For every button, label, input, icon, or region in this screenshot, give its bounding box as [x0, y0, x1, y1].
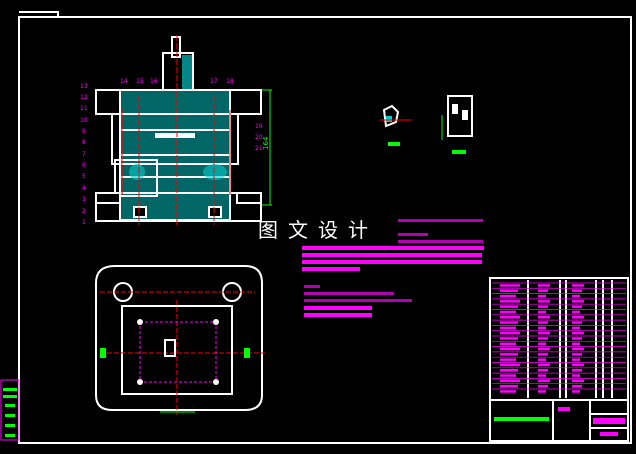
part-labels: 13 12 11 10 9 8 7 6 5 4 3 2 1 14 15 16 1… — [80, 78, 263, 226]
parts-list-cell — [572, 326, 580, 330]
parts-list-cell — [538, 289, 548, 292]
parts-list-cell — [572, 305, 582, 308]
part-label: 18 — [226, 78, 234, 85]
part-label: 21 — [255, 145, 263, 152]
parts-list-cell — [572, 337, 582, 340]
parts-list-cell — [538, 305, 548, 308]
parts-list-cell — [500, 358, 516, 361]
part-label: 17 — [210, 78, 218, 85]
parts-list-cell — [538, 284, 550, 287]
parts-list-cell — [538, 358, 546, 361]
part-label: 5 — [82, 173, 86, 180]
parts-list-cell — [538, 369, 548, 372]
parts-list-cell — [538, 353, 548, 356]
part-label: 2 — [82, 208, 86, 215]
parts-list-cell — [500, 310, 516, 314]
parts-list-cell — [500, 384, 518, 388]
revision-strip — [0, 379, 20, 441]
parts-list-cell — [538, 384, 548, 388]
parts-list-cell — [500, 289, 518, 292]
parts-list-cell — [538, 379, 550, 383]
parts-list-cell — [500, 347, 520, 351]
parts-list-cell — [572, 294, 580, 298]
part-label: 9 — [82, 128, 86, 135]
parts-list-cell — [538, 374, 546, 377]
technical-notes — [302, 219, 484, 317]
parts-list-cell — [538, 363, 550, 367]
parts-list-cell — [572, 369, 582, 372]
parts-list-cell — [538, 321, 548, 324]
parts-list-cell — [500, 390, 516, 393]
frame-tab — [19, 11, 59, 17]
parts-list-cell — [500, 374, 516, 377]
parts-list-cell — [500, 321, 518, 324]
parts-list-cell — [538, 342, 546, 345]
drawing-frame — [18, 16, 632, 444]
parts-list-cell — [500, 337, 518, 340]
parts-list-cell — [538, 347, 550, 351]
parts-list-cell — [538, 294, 546, 298]
parts-list-cell — [538, 300, 550, 303]
parts-list-cell — [572, 289, 582, 292]
parts-list-cell — [572, 363, 584, 367]
part-label: 12 — [80, 94, 88, 101]
parts-list-cell — [538, 390, 546, 393]
parts-list-cell — [500, 353, 518, 356]
parts-list-cell — [500, 363, 520, 367]
parts-list-cell — [538, 331, 550, 335]
parts-list-cell — [572, 342, 580, 345]
part-label: 4 — [82, 185, 86, 192]
parts-list-cell — [500, 300, 520, 303]
part-label: 11 — [80, 105, 88, 112]
parts-list-cell — [572, 331, 584, 335]
part-label: 14 — [120, 78, 128, 85]
parts-list-cell — [572, 321, 582, 324]
parts-list-cell — [500, 284, 520, 287]
parts-list-cell — [538, 326, 546, 330]
parts-list-cell — [572, 353, 582, 356]
parts-list-cell — [572, 316, 584, 319]
part-label: 3 — [82, 196, 86, 203]
watermark: 图文设计 — [258, 218, 378, 242]
parts-list-cell — [572, 379, 584, 383]
detail-views — [380, 95, 473, 154]
part-label: 8 — [82, 139, 86, 146]
parts-list-cell — [500, 369, 518, 372]
part-label: 13 — [80, 83, 88, 90]
parts-list-rows — [492, 282, 626, 393]
parts-list-cell — [538, 337, 548, 340]
dimension-height: 164 — [262, 136, 270, 150]
parts-list-cell — [572, 358, 580, 361]
parts-list-cell — [538, 310, 546, 314]
parts-list-cell — [572, 347, 584, 351]
part-label: 6 — [82, 162, 86, 169]
parts-list-cell — [572, 300, 584, 303]
parts-list-cell — [572, 284, 584, 287]
parts-list-cell — [500, 316, 520, 319]
part-label: 10 — [80, 117, 88, 124]
parts-list-cell — [500, 326, 516, 330]
parts-list-cell — [572, 310, 580, 314]
part-label: 15 — [136, 78, 144, 85]
parts-list-cell — [500, 305, 518, 308]
parts-list-cell — [500, 379, 520, 383]
part-label: 20 — [255, 134, 263, 141]
part-label: 16 — [150, 78, 158, 85]
part-label: 7 — [82, 151, 86, 158]
parts-list-cell — [500, 331, 520, 335]
parts-list-cell — [572, 384, 582, 388]
part-label: 19 — [255, 123, 263, 130]
parts-list-cell — [572, 374, 580, 377]
parts-list-cell — [572, 390, 580, 393]
parts-list-cell — [500, 342, 516, 345]
part-label: 1 — [82, 219, 86, 226]
parts-list-cell — [538, 316, 550, 319]
plan-view — [95, 265, 265, 415]
section-view: 164 — [95, 35, 272, 225]
parts-list-cell — [500, 294, 516, 298]
